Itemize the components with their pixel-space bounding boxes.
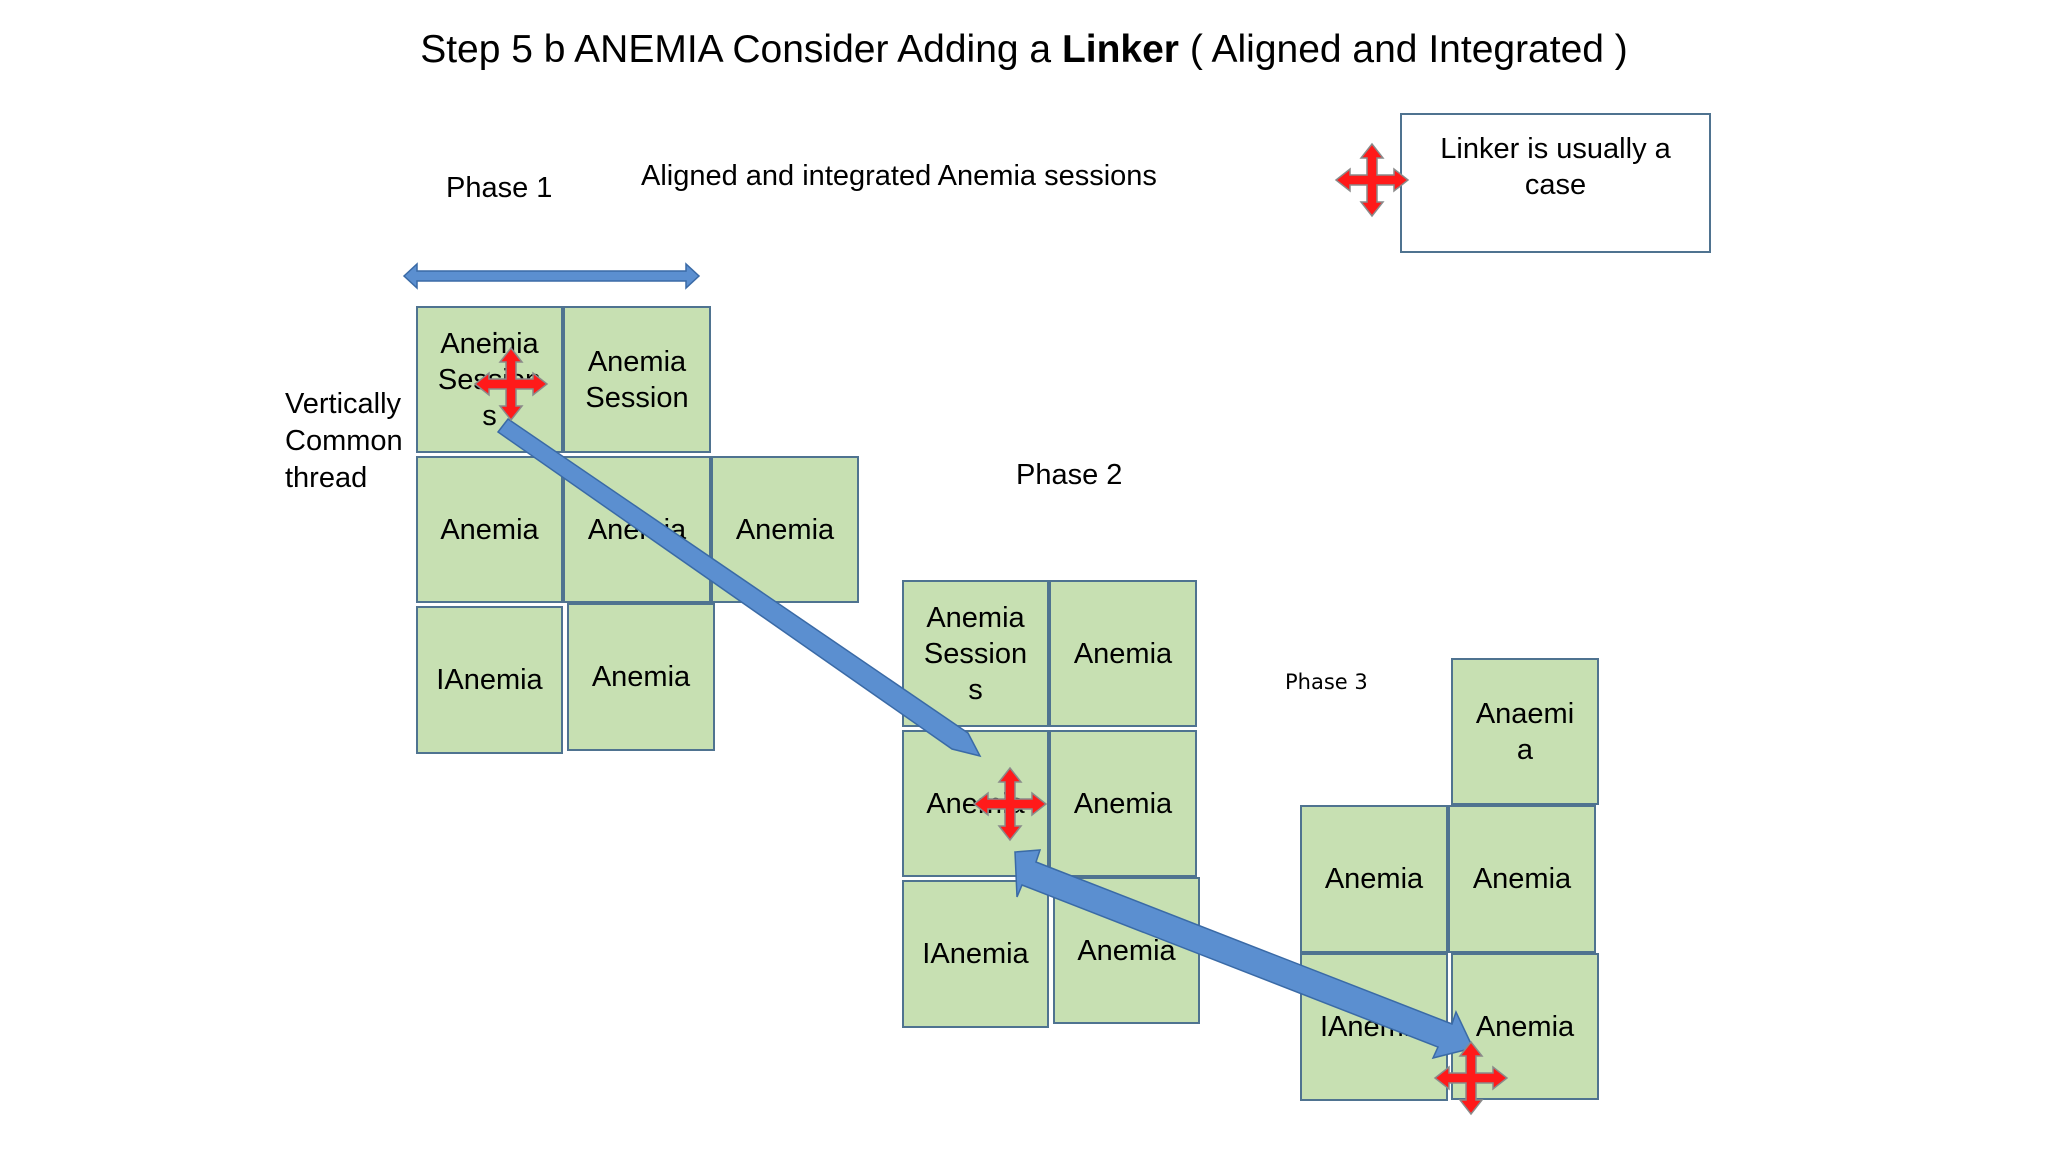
double-arrow-phase2-phase3 [1014, 849, 1475, 1060]
phase3-cell: Anaemi a [1451, 658, 1599, 805]
phase-3-label: Phase 3 [1285, 670, 1368, 694]
title-prefix: Step 5 b ANEMIA Consider Adding a [420, 28, 1062, 71]
phase3-cell: Anemia [1448, 805, 1596, 953]
phase1-double-arrow [402, 262, 701, 290]
title-bold: Linker [1061, 28, 1179, 71]
linker-cross-icon [973, 767, 1047, 841]
legend-box: Linker is usually a case [1400, 113, 1711, 253]
vertical-thread-label: Vertically Common thread [285, 388, 403, 494]
stray-dot: . [491, 310, 500, 342]
phase1-cell: IAnemia [416, 606, 563, 754]
phase2-cell: Anemia Session s [902, 580, 1049, 727]
phase1-cell: Anemia Session [563, 306, 711, 453]
subtitle: Aligned and integrated Anemia sessions [641, 160, 1157, 192]
phase1-cell: Anemia [567, 603, 715, 751]
phase3-cell: Anemia [1300, 805, 1448, 953]
phase-2-label: Phase 2 [1016, 459, 1123, 491]
phase1-cell: Anemia [416, 456, 563, 603]
diagonal-arrow-phase1-to-phase2-body [496, 417, 982, 758]
legend-text: Linker is usually a case [1440, 133, 1671, 201]
legend-linker-cross-icon [1335, 143, 1409, 217]
phase2-cell: Anemia [1049, 730, 1197, 877]
linker-cross-icon [474, 347, 548, 421]
phase-1-label: Phase 1 [446, 172, 553, 204]
phase2-cell: Anemia [1049, 580, 1197, 727]
phase2-cell: IAnemia [902, 880, 1049, 1028]
title-suffix: ( Aligned and Integrated ) [1178, 28, 1628, 71]
slide-title: Step 5 b ANEMIA Consider Adding a Linker… [0, 28, 2048, 72]
